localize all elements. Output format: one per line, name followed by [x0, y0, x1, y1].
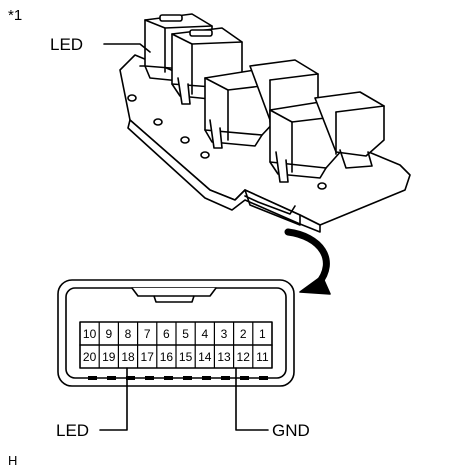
label-gnd: GND	[272, 421, 310, 440]
leader-led-top	[103, 43, 151, 53]
pin-bottom-9: 12	[237, 350, 251, 364]
pin-bottom-2: 19	[102, 350, 116, 364]
label-led-bottom: LED	[56, 421, 90, 440]
view-arrow	[284, 228, 331, 295]
pin-top-4: 7	[144, 327, 151, 341]
pin-top-10: 1	[259, 327, 266, 341]
connector-latch	[131, 287, 217, 303]
pin-top-1: 10	[83, 327, 97, 341]
leader-gnd-pin12	[235, 367, 269, 431]
pin-bottom-7: 14	[198, 350, 212, 364]
pin-top-7: 4	[201, 327, 208, 341]
pin-bottom-5: 16	[160, 350, 174, 364]
switch-connector-housing	[244, 195, 296, 215]
pin-top-2: 9	[105, 327, 112, 341]
pin-top-3: 8	[125, 327, 132, 341]
pin-top-5: 6	[163, 327, 170, 341]
switch-assembly	[119, 13, 411, 233]
switch-base-front	[127, 119, 321, 233]
pin-bottom-4: 17	[141, 350, 155, 364]
terminal-dividers	[98, 322, 254, 368]
leader-led-pin18	[99, 367, 128, 431]
pin-bottom-1: 20	[83, 350, 97, 364]
corner-mark: H	[8, 453, 18, 468]
label-led-top: LED	[50, 35, 84, 54]
pin-top-9: 2	[240, 327, 247, 341]
pin-bottom-3: 18	[121, 350, 135, 364]
figure-marker: *1	[8, 7, 23, 24]
pin-bottom-8: 13	[217, 350, 231, 364]
leader-lines	[99, 43, 269, 431]
pin-bottom-10: 11	[256, 350, 269, 364]
pin-bottom-6: 15	[179, 350, 193, 364]
pin-top-6: 5	[182, 327, 189, 341]
switch-key-6	[314, 91, 385, 169]
pin-top-8: 3	[221, 327, 228, 341]
